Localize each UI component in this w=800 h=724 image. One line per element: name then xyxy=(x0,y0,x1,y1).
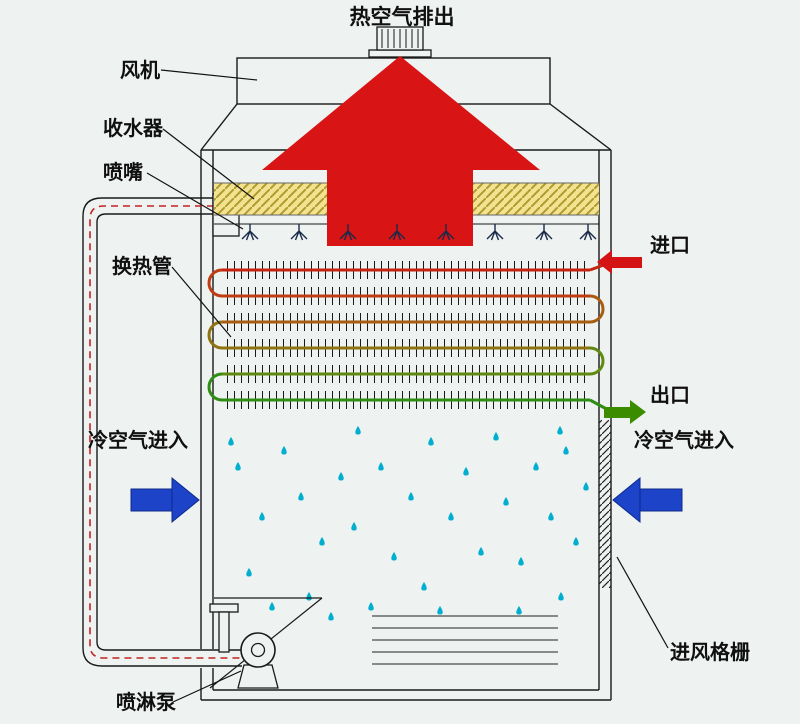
label-outlet: 出口 xyxy=(650,384,690,407)
circulation-pipe xyxy=(82,197,242,667)
basin-water-lines xyxy=(372,615,558,665)
leader-fan xyxy=(160,69,258,81)
leader-grille xyxy=(616,556,669,649)
label-air-inlet-grille: 进风格栅 xyxy=(670,640,750,664)
label-drift-eliminator: 收水器 xyxy=(103,116,164,140)
leader-tube xyxy=(171,266,232,338)
top-slant-left xyxy=(200,103,238,151)
label-inlet: 进口 xyxy=(650,234,690,257)
coil-ubend-left-1 xyxy=(207,268,223,298)
outlet-arrow xyxy=(604,400,646,424)
pump-flange xyxy=(209,603,239,613)
fan-motor-icon xyxy=(368,26,432,58)
label-heat-exchange-tube: 换热管 xyxy=(112,254,172,278)
cold-air-arrow-right xyxy=(612,476,683,524)
coil-ubend-right-1 xyxy=(589,294,605,324)
pump-hub xyxy=(250,642,266,658)
hot-air-arrow xyxy=(262,56,540,246)
coil-ubend-left-3 xyxy=(207,372,223,402)
label-nozzle: 喷嘴 xyxy=(103,161,143,184)
cold-air-arrow-left xyxy=(130,476,200,524)
pipe-inner-line xyxy=(96,213,242,651)
leader-lines xyxy=(146,69,669,703)
pipe-outer-line xyxy=(82,197,242,667)
label-cold-air-in-left: 冷空气进入 xyxy=(88,428,188,452)
air-inlet-grille-hatch xyxy=(599,420,611,588)
leader-eliminator xyxy=(162,128,255,200)
inlet-arrow xyxy=(597,250,642,274)
pipe-wall-cover xyxy=(198,649,216,668)
leader-nozzle xyxy=(146,172,244,230)
spray-pump xyxy=(209,603,279,689)
leader-pump xyxy=(172,670,242,703)
label-spray-pump: 喷淋泵 xyxy=(116,690,176,714)
tower-structure xyxy=(200,57,612,701)
top-slant-right xyxy=(549,103,612,151)
coil-ubend-right-2 xyxy=(589,346,605,376)
label-cold-air-in-right: 冷空气进入 xyxy=(634,428,734,452)
coil-ubend-left-2 xyxy=(207,320,223,350)
pump-riser-pipe xyxy=(218,611,230,653)
pump-base xyxy=(237,664,279,689)
label-fan: 风机 xyxy=(120,58,160,82)
heat-exchange-coil xyxy=(207,260,613,414)
label-hot-air-out: 热空气排出 xyxy=(350,5,455,29)
